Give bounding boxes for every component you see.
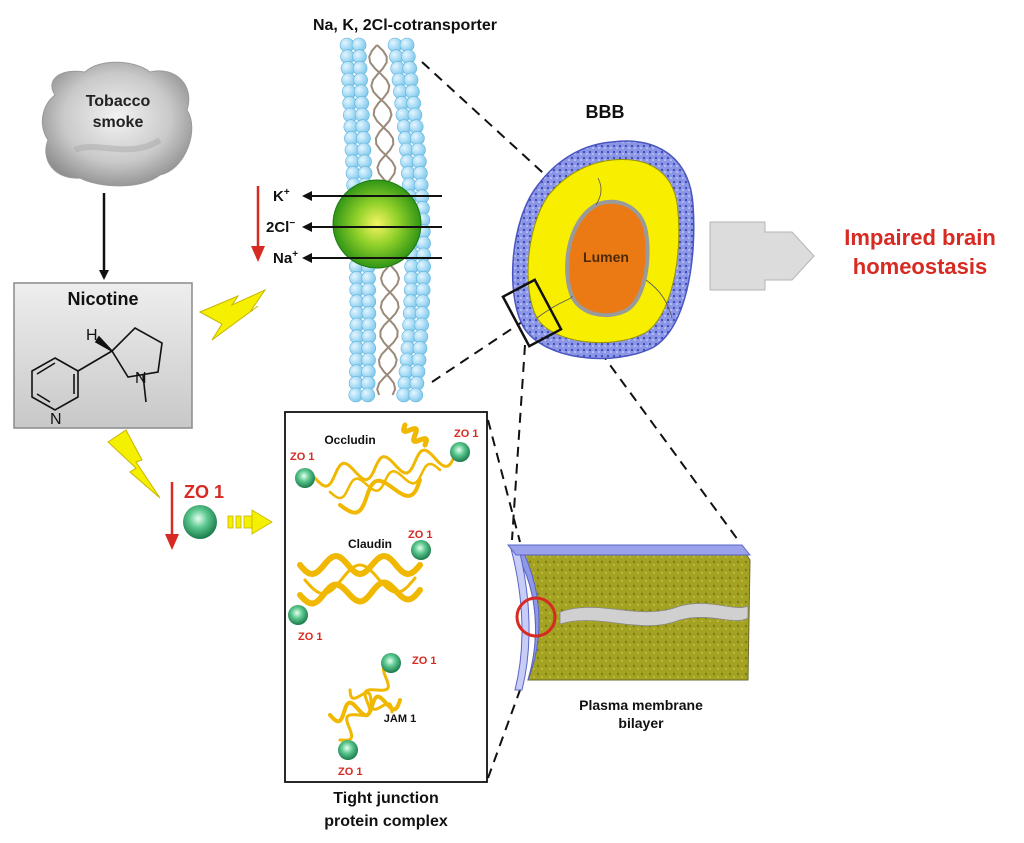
zo1-tag: ZO 1 [338,766,362,778]
cotransporter-title: Na, K, 2Cl-cotransporter [313,17,497,34]
ion-na-base: Na [273,250,293,267]
zo1-effect-label: ZO 1 [184,482,224,502]
occludin-label: Occludin [324,433,375,447]
claudin-ribbon [297,553,423,577]
nicotine-structure [31,327,163,411]
jam1-ribbon [348,688,394,714]
bbb-vessel [501,140,695,360]
zo1-tag: ZO 1 [454,428,478,440]
zo1-sphere-icon [381,653,401,673]
plasma-membrane-block [506,544,752,691]
jam1-ribbon [328,694,402,724]
claudin-ribbon [303,563,417,596]
nicotine-h-atom: H [86,327,98,344]
nicotine-n-ring: N [50,411,62,428]
zo1-sphere-icon [288,605,308,625]
ion-cl-sup: − [289,218,295,229]
nicotine-n-amine: N [135,370,147,387]
zo1-tag: ZO 1 [408,529,432,541]
nicotine-title: Nicotine [67,289,138,309]
plasma-membrane-line2: bilayer [618,715,664,731]
tight-junction-caption-line1: Tight junction [333,790,438,807]
plasma-membrane-line1: Plasma membrane [579,697,703,713]
lightning-bolt-icon [107,429,161,499]
tight-junction-caption-line2: protein complex [324,813,448,830]
ion-k-label: K+ [273,187,290,205]
cotransporter-protein [332,179,422,269]
zo1-tag: ZO 1 [298,631,322,643]
ion-na-sup: + [292,249,298,260]
claudin-label: Claudin [348,537,392,551]
jam1-ribbon [338,663,397,742]
bbb-title: BBB [586,102,625,122]
ion-k-base: K [273,188,284,205]
tight-junction-panel [284,411,488,783]
nicotine-box: Nicotine H N N [13,282,193,429]
ion-na-label: Na+ [273,249,298,267]
zo1-sphere-icon [450,442,470,462]
lipid-head [360,387,376,403]
zo1-tag: ZO 1 [290,451,314,463]
ion-arrows [302,191,442,263]
result-line2: homeostasis [853,254,988,279]
claudin-ribbon [297,579,423,607]
zo1-sphere-icon [411,540,431,560]
occludin-ribbon [313,448,457,488]
ion-cl-base: 2Cl [266,219,289,236]
zo1-sphere-icon [183,505,217,539]
zo1-sphere-icon [338,740,358,760]
tight-junction-proteins [288,422,470,760]
jam1-label: JAM 1 [384,713,416,725]
lightning-bolt-icon [198,288,267,341]
block-arrow-icon [709,221,815,291]
ion-cl-label: 2Cl− [266,218,295,236]
zo1-sphere-icon [295,468,315,488]
decrease-arrow-icon [251,186,265,262]
zo1-decrease-arrow-icon [165,482,179,550]
lumen-label: Lumen [583,249,629,265]
lipid-head [408,387,424,403]
junction-highlight-circle [515,596,557,638]
zoom-box [501,278,563,348]
zo1-tag: ZO 1 [412,655,436,667]
occludin-ribbon [338,478,422,515]
tobacco-label-line2: smoke [93,114,144,131]
ion-k-sup: + [284,187,290,198]
striped-arrow-icon [227,509,273,535]
smoke-cloud-icon [41,61,193,187]
tobacco-label-line1: Tobacco [86,93,151,110]
result-line1: Impaired brain [844,225,996,250]
occludin-ribbon [401,422,429,448]
tobacco-smoke: Tobacco smoke [41,61,193,187]
